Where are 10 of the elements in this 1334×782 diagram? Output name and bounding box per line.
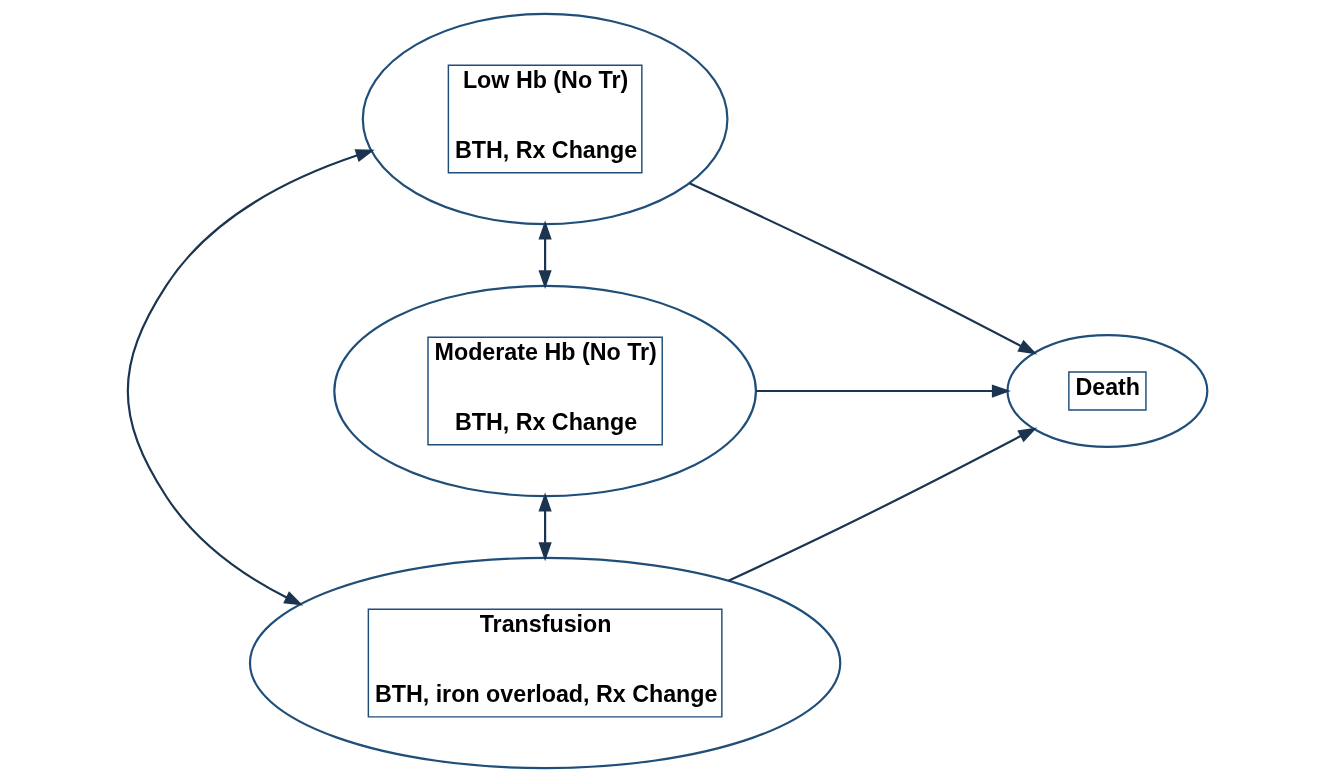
arrow [688,182,1037,355]
node-ellipse: Death [1005,334,1208,448]
arrow [538,220,552,290]
node-ellipse: Low Hb (No Tr) BTH, Rx Change [361,12,728,226]
arrow [126,149,375,606]
arrow [727,427,1037,582]
node-ellipse: Moderate Hb (No Tr) BTH, Rx Change [332,284,757,498]
arrow [755,384,1011,398]
arrow [538,492,552,562]
node-ellipse: Transfusion BTH, iron overload, Rx Change [248,556,841,770]
